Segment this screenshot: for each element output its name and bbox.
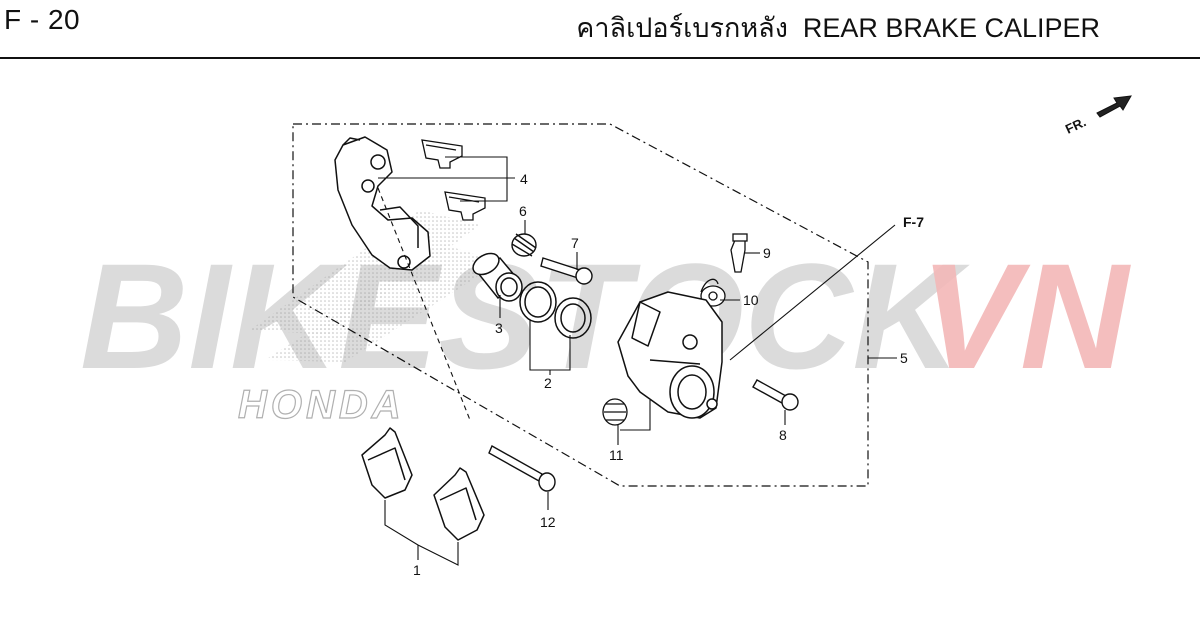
- callout-12: 12: [540, 514, 556, 530]
- callout-2: 2: [544, 375, 552, 391]
- callout-5: 5: [900, 350, 908, 366]
- page-code: F - 20: [4, 4, 81, 35]
- mounting-bolt-part: [752, 379, 799, 411]
- callout-10: 10: [743, 292, 759, 308]
- assembly-outline: [292, 123, 869, 487]
- brake-pad-part: [433, 467, 485, 541]
- reference-f7: F-7: [903, 214, 924, 230]
- bleed-screw-part: [730, 233, 748, 273]
- boot-part: [511, 233, 537, 257]
- page-title: คาลิเปอร์เบรกหลัง REAR BRAKE CALIPER: [576, 13, 1100, 43]
- callout-1: 1: [413, 562, 421, 578]
- header-divider: [0, 57, 1200, 59]
- callout-4: 4: [520, 171, 528, 187]
- callout-3: 3: [495, 320, 503, 336]
- callout-8: 8: [779, 427, 787, 443]
- callout-6: 6: [519, 203, 527, 219]
- watermark: BIKESTOCK VN HONDA: [80, 210, 1131, 428]
- watermark-brand-right: VN: [920, 232, 1131, 400]
- piston-part: [472, 252, 523, 302]
- callout-9: 9: [763, 245, 771, 261]
- pad-spring-upper-part: [421, 139, 463, 169]
- front-arrow-icon: [1096, 95, 1132, 118]
- caliper-body-part: [617, 291, 723, 419]
- long-pin-bolt-part: [488, 445, 556, 492]
- watermark-maker: HONDA: [238, 383, 405, 427]
- front-direction-label: FR.: [1063, 114, 1088, 136]
- pad-spring-lower-part: [444, 191, 486, 221]
- caliper-bracket-part: [334, 136, 431, 271]
- callout-11: 11: [609, 447, 624, 463]
- piston-seal-part: [519, 281, 592, 339]
- caliper-boot-part: [602, 398, 628, 426]
- front-direction-indicator: FR.: [1063, 95, 1132, 137]
- pin-bolt-part: [540, 257, 593, 285]
- callout-7: 7: [571, 235, 579, 251]
- leader-lines: [377, 156, 897, 566]
- brake-pad-part: [361, 427, 413, 499]
